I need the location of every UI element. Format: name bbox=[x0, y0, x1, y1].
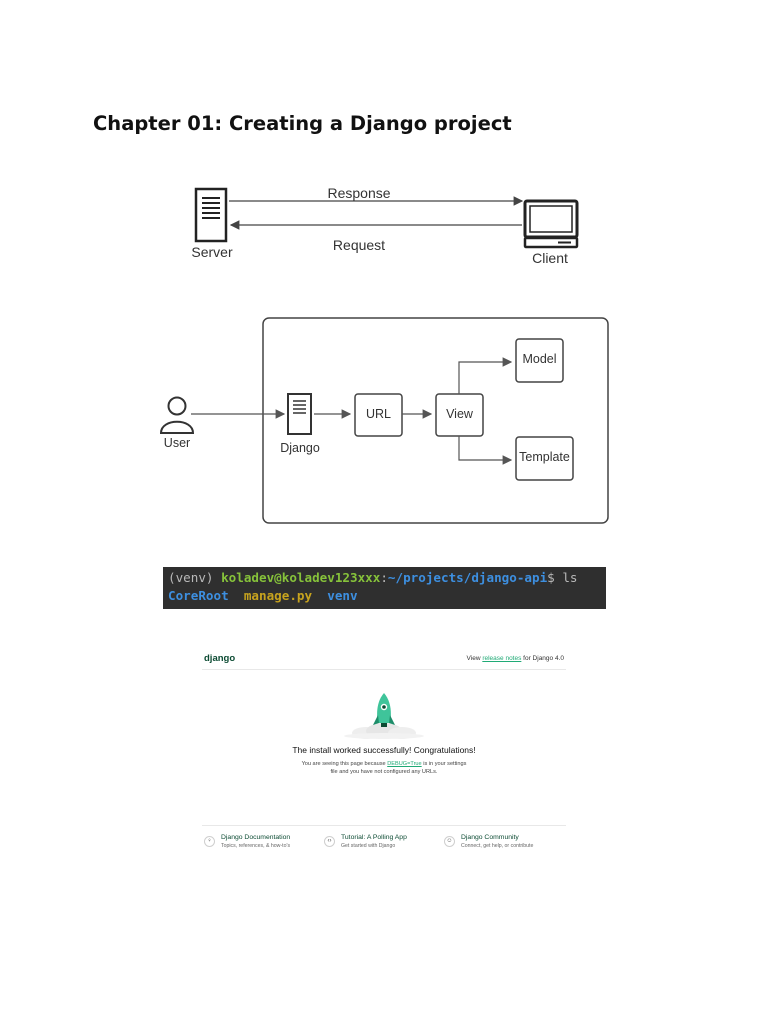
rocket-icon bbox=[344, 693, 424, 739]
header-divider bbox=[202, 669, 566, 670]
debug-setting-link[interactable]: DEBUG=True bbox=[387, 761, 422, 767]
model-label: Model bbox=[522, 352, 556, 366]
request-label: Request bbox=[333, 237, 385, 253]
django-logo: django bbox=[204, 653, 236, 664]
django-flow-diagram: User Django URL View Model Template bbox=[159, 317, 609, 524]
client-computer-icon bbox=[523, 199, 579, 249]
user-icon bbox=[159, 396, 195, 434]
code-icon: ‹› bbox=[324, 836, 335, 847]
view-to-template-arrow bbox=[458, 436, 513, 465]
django-server-icon bbox=[287, 393, 312, 435]
django-label: Django bbox=[280, 441, 320, 455]
lightbulb-icon: ♀ bbox=[204, 836, 215, 847]
venv-indicator: (venv) bbox=[168, 570, 214, 585]
view-to-model-arrow bbox=[458, 357, 513, 394]
server-icon bbox=[194, 187, 228, 243]
client-label: Client bbox=[532, 250, 568, 266]
release-notes-text: View release notes for Django 4.0 bbox=[466, 655, 564, 662]
url-label: URL bbox=[366, 407, 391, 421]
user-label: User bbox=[164, 436, 190, 450]
chapter-title: Chapter 01: Creating a Django project bbox=[93, 112, 512, 135]
template-label: Template bbox=[519, 450, 570, 464]
install-explanation: You are seeing this page because DEBUG=T… bbox=[301, 761, 467, 775]
response-label: Response bbox=[327, 185, 390, 201]
ls-item-coreroot: CoreRoot bbox=[168, 588, 229, 603]
terminal-path: ~/projects/django-api bbox=[387, 570, 548, 585]
ls-item-manage-py: manage.py bbox=[243, 588, 313, 603]
model-box bbox=[515, 338, 564, 383]
django-welcome-screenshot: django View release notes for Django 4.0… bbox=[198, 645, 570, 860]
request-response-diagram: Response Request Server Client bbox=[191, 185, 579, 266]
template-box bbox=[515, 436, 574, 481]
install-success-heading: The install worked successfully! Congrat… bbox=[292, 745, 476, 755]
terminal-output: (venv) koladev@koladev123xxx:~/projects/… bbox=[163, 567, 606, 609]
server-label: Server bbox=[191, 244, 233, 260]
view-label: View bbox=[446, 407, 474, 421]
release-notes-link[interactable]: release notes bbox=[482, 655, 522, 662]
footer-divider bbox=[202, 825, 566, 826]
people-icon: ☺ bbox=[444, 836, 455, 847]
url-box bbox=[354, 393, 403, 437]
terminal-user-host: koladev@koladev123xxx bbox=[221, 570, 381, 585]
ls-item-venv: venv bbox=[327, 588, 358, 603]
terminal-command: $ ls bbox=[547, 570, 578, 585]
